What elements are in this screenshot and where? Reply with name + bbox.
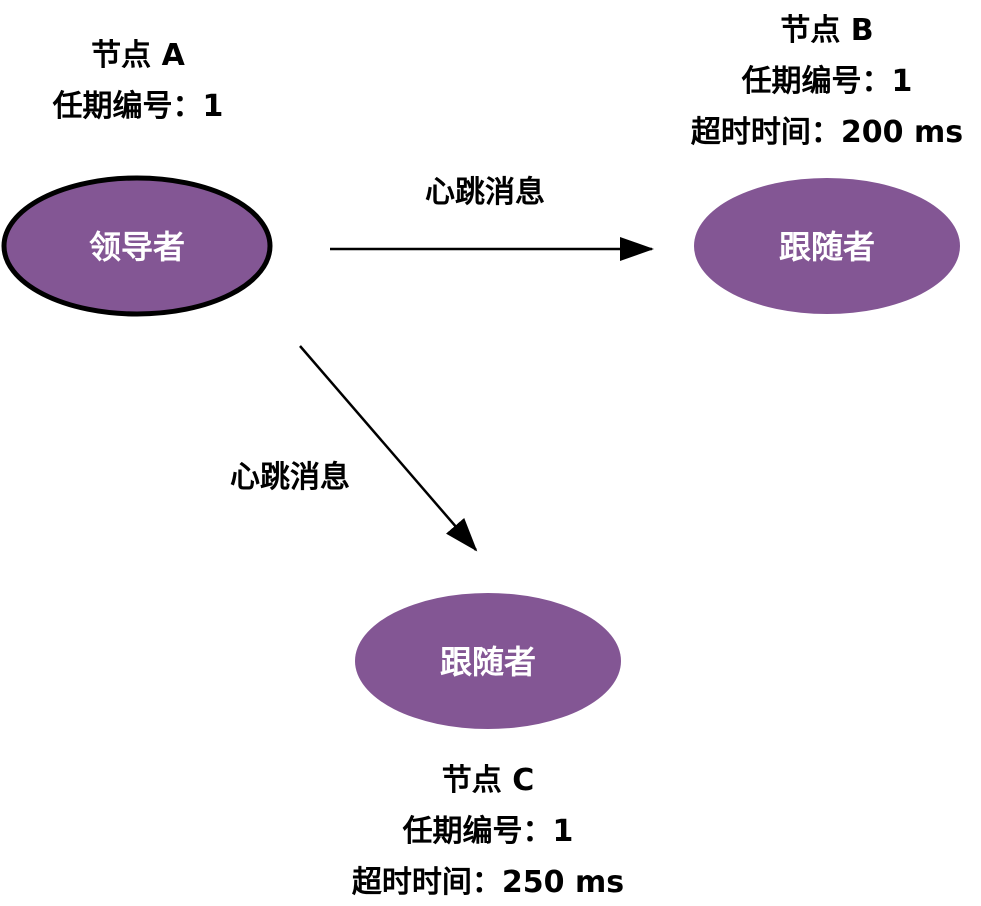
node-c-shape[interactable]: [355, 593, 621, 729]
edge-a-to-c-line: [299, 345, 478, 552]
node-c[interactable]: 跟随者: [355, 593, 621, 729]
node-b-title: 节点 B: [780, 13, 873, 48]
node-c-info: 节点 C 任期编号：1 超时时间：250 ms: [352, 763, 624, 900]
node-b-info: 节点 B 任期编号：1 超时时间：200 ms: [691, 13, 963, 150]
node-a-info: 节点 A 任期编号：1: [52, 38, 224, 124]
node-b-timeout: 超时时间：200 ms: [691, 115, 963, 150]
node-a[interactable]: 领导者: [1, 175, 273, 317]
node-c-term: 任期编号：1: [402, 814, 574, 849]
node-b-shape[interactable]: [694, 178, 960, 314]
node-a-role: 领导者: [89, 228, 185, 266]
node-c-title: 节点 C: [442, 763, 534, 798]
node-c-role: 跟随者: [440, 643, 536, 681]
node-a-title: 节点 A: [91, 38, 185, 73]
node-c-timeout: 超时时间：250 ms: [352, 865, 624, 900]
edge-a-to-b-label: 心跳消息: [425, 175, 545, 210]
node-a-shape[interactable]: [1, 175, 273, 317]
node-b-role: 跟随者: [779, 228, 875, 266]
edge-a-to-b: 心跳消息: [330, 175, 654, 261]
node-a-term: 任期编号：1: [52, 89, 224, 124]
node-b[interactable]: 跟随者: [694, 178, 960, 314]
node-b-term: 任期编号：1: [741, 64, 913, 99]
edge-a-to-c-label: 心跳消息: [230, 460, 350, 495]
edge-a-to-c: 心跳消息: [230, 345, 478, 552]
